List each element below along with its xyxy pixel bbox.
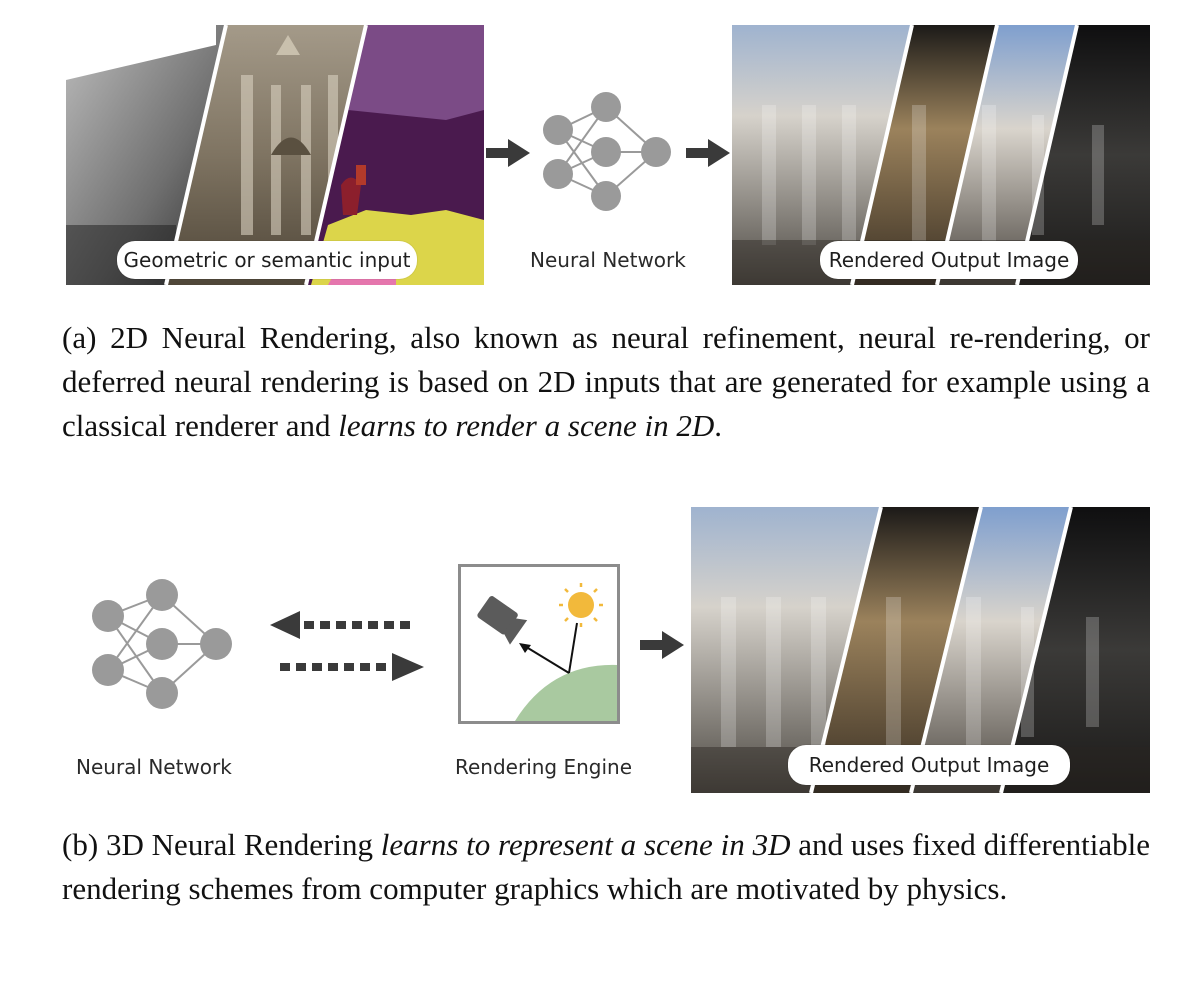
engine-label: Rendering Engine [455, 755, 633, 779]
input-label: Geometric or semantic input [117, 241, 417, 279]
rendering-engine-box [458, 564, 620, 724]
dashed-arrow-left-icon [270, 611, 410, 639]
arrow-right-icon [640, 631, 684, 659]
input-composite-image [66, 25, 484, 285]
caption-a-tail: . [714, 408, 722, 443]
depth-map-slice [66, 25, 226, 285]
neural-network-icon [92, 579, 232, 709]
caption-b: (b) 3D Neural Rendering learns to repres… [62, 823, 1150, 911]
arrow-right-icon [686, 139, 730, 167]
caption-b-lead: (b) 3D Neural Rendering [62, 827, 381, 862]
caption-a: (a) 2D Neural Rendering, also known as n… [62, 316, 1150, 448]
output-label-b: Rendered Output Image [788, 745, 1070, 785]
neural-network-icon [543, 92, 671, 211]
arrow-right-icon [486, 139, 530, 167]
output-label-a: Rendered Output Image [820, 241, 1078, 279]
caption-a-emphasis: learns to render a scene in 2D [338, 408, 715, 443]
caption-a-lead: (a) 2D Neural Rendering, also known as n… [62, 320, 1150, 443]
network-label-b: Neural Network [76, 755, 232, 779]
network-label-a: Neural Network [530, 248, 686, 272]
point-cloud-slice [166, 25, 366, 285]
caption-b-tail: and uses fixed differentiable rendering … [62, 827, 1150, 906]
rendered-output-image-b [691, 507, 1150, 793]
rendered-output-image-a [732, 25, 1150, 285]
caption-b-emphasis: learns to represent a scene in 3D [380, 827, 791, 862]
camera-icon [477, 596, 528, 645]
ground-shape [515, 664, 617, 721]
sun-icon [559, 583, 603, 627]
dashed-arrow-right-icon [280, 653, 424, 681]
